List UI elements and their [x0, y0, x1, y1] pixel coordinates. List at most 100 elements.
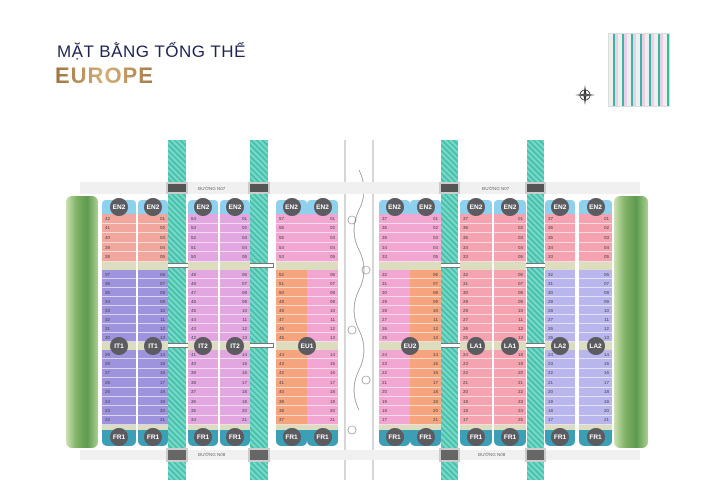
lot-cell: 25 — [379, 333, 410, 342]
lot-cell: 25 — [102, 387, 136, 397]
lot-cell: 06 — [138, 270, 168, 279]
lot-cell: 06 — [579, 270, 612, 279]
lot-cell: 01 — [307, 214, 338, 224]
lot-cell: 03 — [138, 233, 168, 243]
lot-cell: 01 — [494, 214, 526, 224]
lot-cell: 20 — [545, 387, 575, 397]
zone-label-en2: EN2 — [416, 198, 435, 216]
lot-cell: 30 — [545, 288, 575, 297]
lot-cell: 31 — [379, 279, 410, 288]
lot-cell: 09 — [138, 297, 168, 306]
setback-strip — [494, 425, 526, 430]
lot-cell: 21 — [307, 415, 338, 425]
lot-cell: 18 — [545, 406, 575, 416]
lot-cell: 18 — [460, 406, 492, 416]
zone-label-en2: EN2 — [586, 198, 605, 216]
lot-cell: 10 — [138, 306, 168, 315]
plan-subtitle: MẶT BẰNG TỔNG THỂ — [57, 42, 246, 61]
lot-cell: 19 — [220, 396, 250, 407]
lot-cell: 05 — [410, 252, 441, 262]
lot-cell: 02 — [138, 223, 168, 234]
zone-label-eu2: EU2 — [401, 337, 419, 355]
lot-cell: 20 — [379, 387, 410, 397]
compass-rose-icon — [574, 84, 596, 106]
lot-cell: 01 — [220, 214, 250, 224]
lot-cell: 08 — [410, 288, 441, 297]
lot-cell: 18 — [410, 387, 441, 397]
lot-cell: 30 — [379, 288, 410, 297]
lot-cell: 28 — [102, 359, 136, 369]
zone-label-fr1: FR1 — [586, 428, 605, 446]
canal-lock — [248, 182, 270, 194]
lot-cell: 26 — [545, 324, 575, 333]
lot-cell: 26 — [460, 324, 492, 333]
lot-cell: 09 — [410, 297, 441, 306]
zone-label-it1: IT1 — [110, 337, 128, 355]
lot-cell: 12 — [579, 324, 612, 333]
zone-label-fr1: FR1 — [551, 428, 569, 446]
lot-cell: 02 — [410, 223, 441, 234]
lot-cell: 37 — [102, 270, 136, 279]
setback-strip — [460, 262, 492, 270]
lot-cell: 01 — [579, 214, 612, 224]
lot-cell: 19 — [307, 396, 338, 407]
canal — [168, 140, 186, 480]
lot-cell: 20 — [220, 406, 250, 416]
lot-cell: 19 — [545, 396, 575, 407]
lot-cell: 12 — [494, 324, 526, 333]
lot-cell: 17 — [138, 378, 168, 388]
zone-label-en2: EN2 — [313, 198, 332, 216]
lot-cell: 43 — [276, 359, 307, 369]
lot-cell: 33 — [545, 252, 575, 262]
central-landscape — [340, 140, 378, 480]
lot-cell: 20 — [494, 368, 526, 379]
lot-cell: 27 — [545, 315, 575, 324]
lot-cell: 35 — [188, 406, 218, 416]
lot-cell: 01 — [410, 214, 441, 224]
lot-cell: 40 — [188, 359, 218, 369]
lot-cell: 21 — [494, 378, 526, 388]
lot-cell: 05 — [220, 252, 250, 262]
lot-cell: 40 — [276, 387, 307, 397]
lot-cell: 48 — [188, 279, 218, 288]
lot-cell: 24 — [494, 406, 526, 416]
lot-cell: 33 — [460, 252, 492, 262]
lot-cell: 23 — [379, 359, 410, 369]
canal-lock — [248, 448, 270, 462]
zone-label-en2: EN2 — [501, 198, 519, 216]
zone-label-it2: IT2 — [194, 337, 212, 355]
zone-label-en2: EN2 — [282, 198, 301, 216]
lot-cell: 20 — [307, 406, 338, 416]
lot-cell: 06 — [220, 270, 250, 279]
lot-cell: 38 — [188, 378, 218, 388]
lot-cell: 11 — [138, 315, 168, 324]
lot-cell: 27 — [460, 315, 492, 324]
canal — [527, 140, 544, 480]
lot-cell: 16 — [579, 368, 612, 379]
lot-cell: 36 — [460, 223, 492, 234]
lot-cell: 45 — [188, 306, 218, 315]
lot-cell: 37 — [545, 214, 575, 224]
zone-label-fr1: FR1 — [282, 428, 301, 446]
zone-label-fr1: FR1 — [416, 428, 435, 446]
lot-cell: 11 — [220, 315, 250, 324]
lot-cell: 29 — [379, 297, 410, 306]
lot-cell: 11 — [410, 315, 441, 324]
zone-label-fr1: FR1 — [385, 428, 404, 446]
lot-cell: 17 — [545, 415, 575, 425]
lot-cell: 20 — [460, 387, 492, 397]
lot-cell: 19 — [460, 396, 492, 407]
setback-strip — [307, 342, 338, 350]
lot-cell: 27 — [379, 315, 410, 324]
lot-cell: 32 — [102, 315, 136, 324]
lot-cell: 12 — [307, 324, 338, 333]
lot-cell: 03 — [307, 233, 338, 243]
lot-cell: 02 — [579, 223, 612, 234]
setback-strip — [220, 262, 250, 270]
lot-cell: 27 — [102, 368, 136, 379]
lot-cell: 21 — [138, 415, 168, 425]
lot-cell: 37 — [379, 214, 410, 224]
lot-cell: 33 — [379, 252, 410, 262]
lot-cell: 08 — [220, 288, 250, 297]
lot-cell: 38 — [276, 406, 307, 416]
